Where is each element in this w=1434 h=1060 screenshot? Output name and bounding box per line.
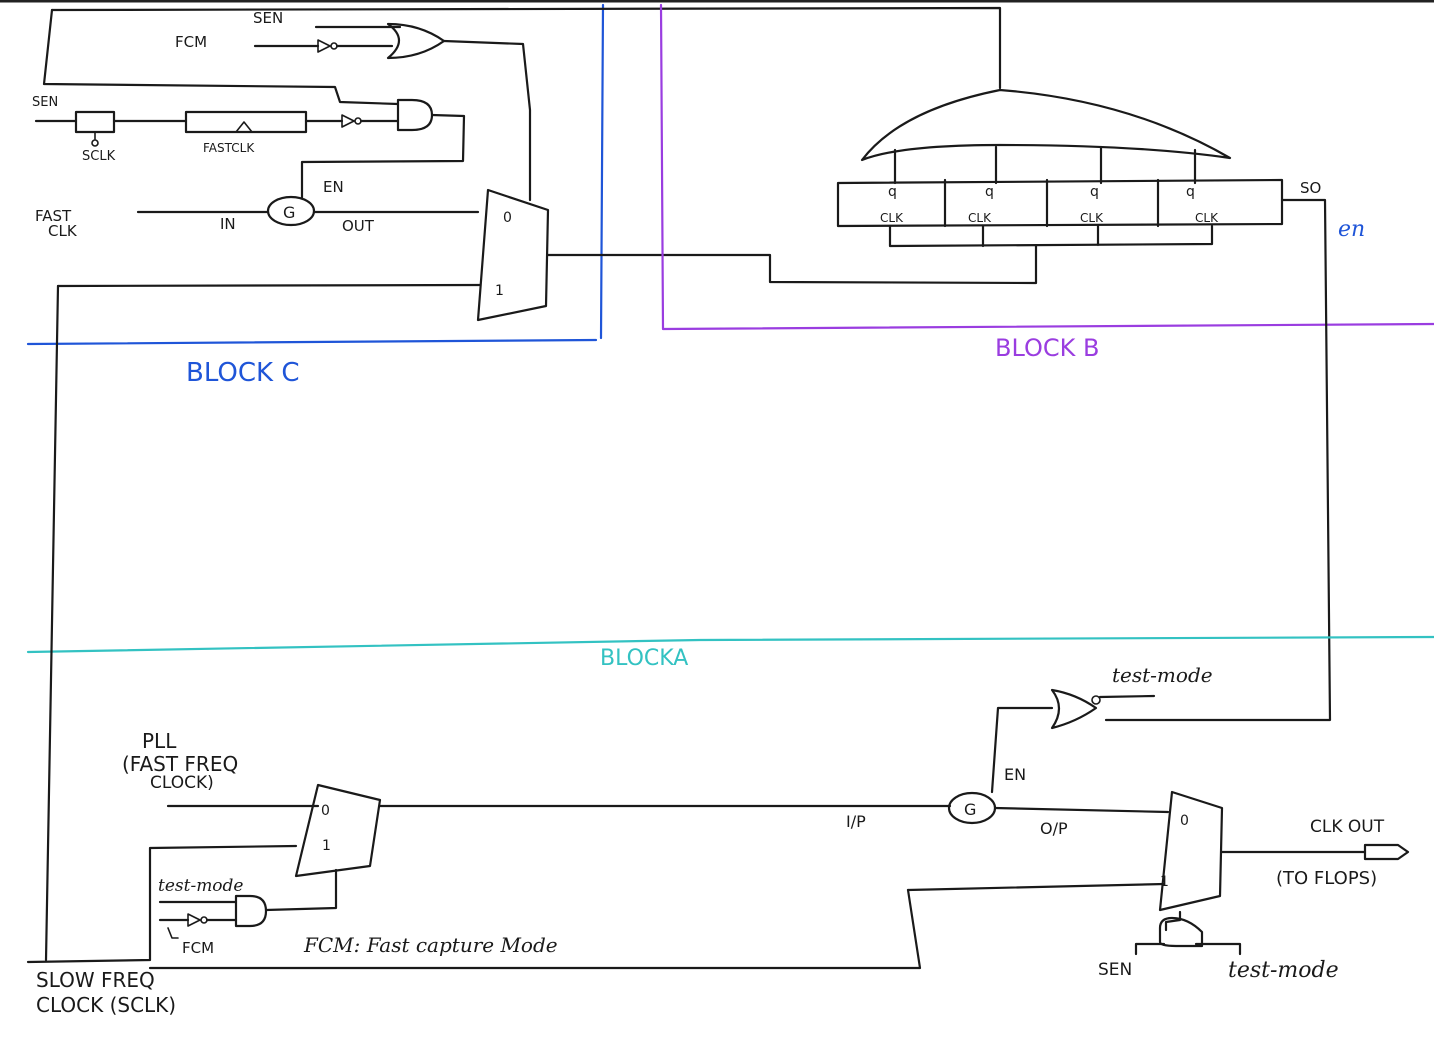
feedback-wire-left bbox=[42, 8, 400, 106]
feedback-wire-top bbox=[50, 6, 1002, 90]
or-to-enable-wire bbox=[990, 706, 1054, 794]
inverter-2-icon bbox=[341, 114, 362, 128]
clock-gate-a-label: G bbox=[964, 800, 976, 819]
block-c: SEN FCM SEN SCLK FASTCLK FAST CLK IN EN … bbox=[26, 3, 1038, 388]
sclk-to-mux-1-wire bbox=[26, 844, 298, 964]
test-mode-top-label: test-mode bbox=[1112, 663, 1213, 687]
or-output-wire bbox=[442, 39, 532, 202]
clk-out-label: CLK OUT bbox=[1310, 817, 1385, 837]
test-mode-bottom-label: test-mode bbox=[1228, 958, 1339, 983]
output-port-icon bbox=[1363, 843, 1410, 861]
test-mode-top-wire bbox=[1098, 694, 1156, 699]
sclk-bottom-wire bbox=[148, 888, 922, 970]
mux-select-wire bbox=[264, 868, 338, 912]
pll-mux-icon bbox=[294, 783, 382, 878]
fast-freq-label: (FAST FREQ bbox=[122, 752, 238, 776]
flop-4-clk: CLK bbox=[1195, 211, 1219, 225]
flop-1-clk: CLK bbox=[880, 211, 904, 225]
ip-label: I/P bbox=[846, 812, 866, 831]
wide-and-gate-icon bbox=[860, 88, 1232, 162]
sclk-label: SCLK bbox=[82, 149, 116, 164]
gate-to-out-mux-wire bbox=[993, 806, 1170, 814]
clock-sclk-label: CLOCK (SCLK) bbox=[36, 993, 176, 1017]
and-to-enable-wire bbox=[300, 113, 466, 200]
out-mux-icon bbox=[1158, 790, 1224, 912]
op-label: O/P bbox=[1040, 819, 1068, 838]
block-c-title: BLOCK C bbox=[186, 358, 299, 388]
and-gate-icon bbox=[396, 98, 434, 132]
sclk-vertical-wire bbox=[44, 284, 60, 962]
fastclk-clock-pin bbox=[235, 121, 253, 133]
sen-a-label: SEN bbox=[1098, 960, 1132, 980]
or-gate-a-icon bbox=[1050, 688, 1098, 730]
or-gate-icon bbox=[386, 22, 446, 60]
clock-gate-label: G bbox=[283, 203, 295, 222]
sclk-clock-pin bbox=[91, 131, 99, 147]
sen-top-label: SEN bbox=[253, 9, 283, 27]
q-to-gate-wires bbox=[893, 145, 1197, 185]
pll-label: PLL bbox=[142, 729, 177, 753]
out-label: OUT bbox=[342, 217, 375, 235]
fcm-a-label: FCM bbox=[182, 939, 214, 957]
so-label: SO bbox=[1300, 179, 1321, 197]
so-wire bbox=[1104, 198, 1332, 722]
slow-freq-label: SLOW FREQ bbox=[36, 968, 155, 992]
sen-left-label: SEN bbox=[32, 95, 58, 110]
block-a-title: BLOCKA bbox=[600, 646, 688, 671]
or-gate-a-bubble bbox=[1091, 695, 1101, 705]
en-label: EN bbox=[323, 178, 344, 196]
scan-chain-icon bbox=[836, 178, 1284, 228]
fcm-label: FCM bbox=[175, 33, 207, 51]
en-label: en bbox=[1338, 217, 1365, 242]
inverter-icon bbox=[317, 39, 338, 53]
block-c-bottom-boundary bbox=[26, 338, 598, 346]
and-gate-left-icon bbox=[234, 894, 268, 928]
fcm-arrow bbox=[167, 927, 179, 939]
to-flops-label: (TO FLOPS) bbox=[1276, 868, 1377, 889]
flop-2-clk: CLK bbox=[968, 211, 992, 225]
flop-3-clk: CLK bbox=[1080, 211, 1104, 225]
block-a-boundary bbox=[26, 635, 1434, 654]
block-c-mux-0: 0 bbox=[503, 210, 512, 226]
block-c-mux-1: 1 bbox=[495, 283, 504, 299]
block-a: BLOCKA PLL (FAST FREQ CLOCK) 0 1 test-mo… bbox=[26, 284, 1434, 1017]
fast-label: FAST bbox=[35, 207, 72, 225]
out-mux-0: 0 bbox=[1180, 813, 1189, 829]
fastclk-label: FASTCLK bbox=[203, 141, 255, 155]
sclk-to-mux-wire bbox=[56, 283, 482, 288]
test-mode-input-wire bbox=[1194, 942, 1242, 956]
test-mode-left-label: test-mode bbox=[158, 876, 244, 896]
out-mux-1: 1 bbox=[1160, 874, 1169, 890]
block-c-mux-icon bbox=[476, 188, 550, 322]
block-b-title: BLOCK B bbox=[995, 334, 1099, 362]
fcm-inverter-icon bbox=[187, 913, 208, 927]
sen-input-wire bbox=[1134, 942, 1166, 956]
fcm-note: FCM: Fast capture Mode bbox=[303, 933, 558, 957]
pll-mux-0: 0 bbox=[321, 803, 330, 819]
scan-chain-dividers bbox=[943, 178, 1160, 228]
flop-2-q: q bbox=[985, 184, 994, 200]
sclk-to-out-mux-wire bbox=[906, 882, 1166, 892]
block-c-right-boundary bbox=[599, 3, 605, 340]
clock-distribution-wires bbox=[888, 224, 1214, 248]
flop-4-q: q bbox=[1186, 184, 1195, 200]
en-a-label: EN bbox=[1004, 765, 1026, 784]
block-b-boundary bbox=[659, 3, 1434, 331]
in-label: IN bbox=[220, 215, 236, 233]
mux-to-block-b-wire bbox=[546, 244, 1038, 285]
clock-label: CLOCK) bbox=[150, 773, 214, 793]
fastclk-flop-icon bbox=[184, 110, 308, 134]
clk-label: CLK bbox=[48, 222, 78, 240]
sclk-latch-icon bbox=[74, 110, 116, 134]
pll-mux-1: 1 bbox=[322, 838, 331, 854]
block-b: q q q q CLK CLK CLK CLK SO en BLOCK B bbox=[659, 3, 1434, 722]
flop-3-q: q bbox=[1090, 184, 1099, 200]
select-wire bbox=[1164, 910, 1182, 932]
flop-1-q: q bbox=[888, 184, 897, 200]
